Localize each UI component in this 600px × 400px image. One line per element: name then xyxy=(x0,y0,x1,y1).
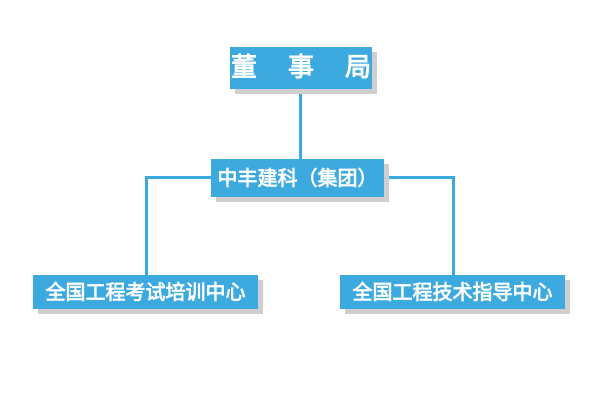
org-node-label-tech-guidance-center: 全国工程技术指导中心 xyxy=(352,280,553,304)
org-node-label-board-of-directors: 董 事 局 xyxy=(230,53,383,83)
org-node-tech-guidance-center[interactable]: 全国工程技术指导中心 xyxy=(340,275,565,309)
org-node-board-of-directors[interactable]: 董 事 局 xyxy=(230,47,372,89)
connector-branch-to-tech-center xyxy=(452,176,455,275)
connector-group-branch-left xyxy=(145,176,211,179)
connector-group-branch-right xyxy=(384,176,455,179)
connector-board-to-group xyxy=(299,89,302,159)
org-node-group-company[interactable]: 中丰建科（集团） xyxy=(211,159,384,197)
org-node-exam-training-center[interactable]: 全国工程考试培训中心 xyxy=(33,275,258,309)
org-node-label-group-company: 中丰建科（集团） xyxy=(217,166,378,190)
org-node-label-exam-training-center: 全国工程考试培训中心 xyxy=(45,280,246,304)
connector-branch-to-exam-center xyxy=(145,176,148,275)
